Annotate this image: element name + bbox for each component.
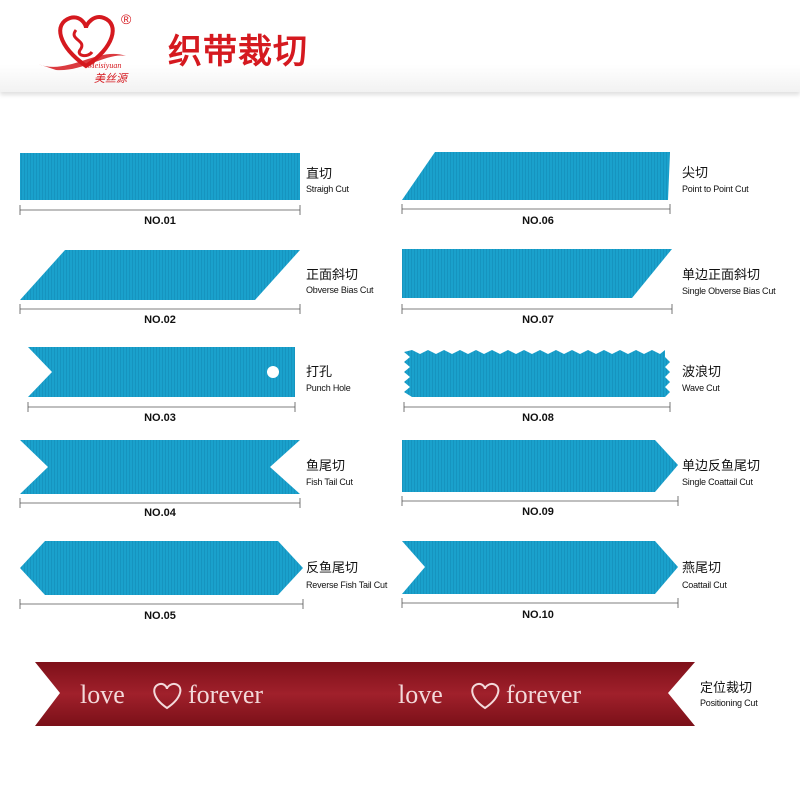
cut-label-zh-03: 打孔	[306, 365, 333, 380]
cut-label-en-07: Single Obverse Bias Cut	[682, 286, 776, 296]
ribbon-punch-hole-cut	[28, 347, 295, 397]
ribbon-reverse-fish-tail-cut	[20, 541, 303, 595]
cut-label-zh-05: 反鱼尾切	[306, 561, 359, 576]
svg-text:®: ®	[121, 11, 132, 27]
positioning-label-zh: 定位裁切	[700, 681, 753, 696]
ribbon-single-obverse-bias-cut	[402, 249, 672, 298]
svg-text:Meisiyuan: Meisiyuan	[87, 61, 121, 70]
ribbon-single-coattail-cut	[402, 440, 678, 492]
heart-right-icon	[471, 682, 500, 710]
cut-number-03: NO.03	[144, 412, 176, 424]
ribbon-obverse-bias-cut	[20, 250, 300, 300]
ribbon-straight-cut	[20, 153, 300, 200]
ribbon-coattail-cut	[402, 541, 678, 594]
cut-label-zh-09: 单边反鱼尾切	[682, 459, 761, 474]
cut-label-zh-02: 正面斜切	[306, 268, 359, 283]
heart-left-icon	[153, 682, 182, 710]
ribbon-point-to-point-cut	[402, 152, 670, 200]
ribbon-wave-cut	[404, 350, 670, 397]
cut-label-en-09: Single Coattail Cut	[682, 477, 753, 487]
ribbon-positioning-cut	[35, 662, 695, 726]
cut-number-05: NO.05	[144, 610, 176, 622]
ribbon-text-forever-right: forever	[506, 680, 581, 709]
cut-label-en-03: Punch Hole	[306, 383, 351, 393]
ribbon-text-forever-left: forever	[188, 680, 263, 709]
cut-label-en-10: Coattail Cut	[682, 580, 727, 590]
cut-number-06: NO.06	[522, 215, 554, 227]
cut-label-zh-10: 燕尾切	[682, 561, 722, 576]
svg-text:美丝源: 美丝源	[94, 72, 129, 85]
cut-label-zh-04: 鱼尾切	[306, 459, 346, 474]
ribbon-text-love-left: love	[80, 680, 125, 709]
header-bar: ® Meisiyuan 美丝源 织带裁切	[0, 0, 800, 92]
cut-number-07: NO.07	[522, 314, 554, 326]
cut-label-en-02: Obverse Bias Cut	[306, 285, 374, 295]
cut-label-zh-08: 波浪切	[682, 365, 722, 380]
cut-number-01: NO.01	[144, 215, 176, 227]
cut-label-zh-01: 直切	[306, 167, 333, 182]
cut-number-08: NO.08	[522, 412, 554, 424]
cut-label-en-06: Point to Point Cut	[682, 184, 749, 194]
positioning-label-en: Positioning Cut	[700, 698, 758, 708]
cut-number-02: NO.02	[144, 314, 176, 326]
cut-label-en-01: Straigh Cut	[306, 184, 349, 194]
cut-label-en-04: Fish Tail Cut	[306, 477, 353, 487]
cut-label-en-08: Wave Cut	[682, 383, 720, 393]
cut-label-zh-07: 单边正面斜切	[682, 268, 761, 283]
cut-number-10: NO.10	[522, 609, 554, 621]
ribbon-fish-tail-cut	[20, 440, 300, 494]
cut-number-09: NO.09	[522, 506, 554, 518]
heart-logo-icon	[58, 15, 115, 69]
brand-logo: ® Meisiyuan 美丝源	[38, 11, 132, 85]
dimension-lines	[19, 204, 679, 609]
punch-hole-icon	[267, 366, 279, 378]
page-title: 织带裁切	[168, 32, 308, 72]
ribbon-text-love-right: love	[398, 680, 443, 709]
cut-number-04: NO.04	[144, 507, 176, 519]
cut-label-zh-06: 尖切	[682, 166, 709, 181]
cut-label-en-05: Reverse Fish Tail Cut	[306, 580, 388, 590]
